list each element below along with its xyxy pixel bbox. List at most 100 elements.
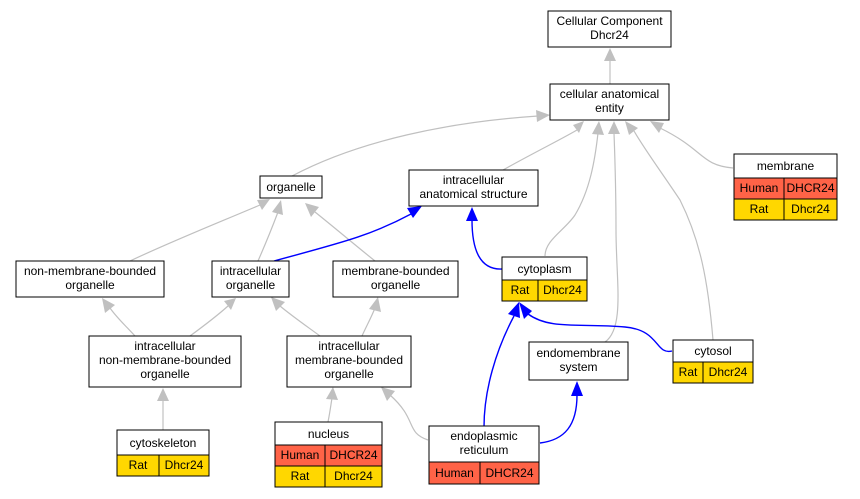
node-label-line: cellular anatomical bbox=[560, 87, 659, 101]
edge-er-to-endomembrane bbox=[539, 394, 578, 444]
species-label: Human bbox=[740, 181, 779, 195]
arrowhead-io-from-imbo bbox=[271, 297, 285, 311]
species-label: Human bbox=[281, 448, 320, 462]
edge-endomembrane-to-cae bbox=[604, 132, 619, 343]
node-label-line: Dhcr24 bbox=[590, 28, 629, 42]
gene-label: Dhcr24 bbox=[543, 283, 582, 297]
gene-label: Dhcr24 bbox=[709, 365, 748, 379]
edge-organelle-to-cae bbox=[291, 115, 539, 177]
node-label-line: cytoskeleton bbox=[130, 436, 197, 450]
species-label: Rat bbox=[750, 202, 769, 216]
node-label-line: intracellular bbox=[443, 173, 504, 187]
edge-membrane-to-cae bbox=[659, 127, 734, 169]
arrowhead-organelle-from-io bbox=[272, 200, 283, 215]
node-label-line: nucleus bbox=[308, 427, 349, 441]
node-label-line: system bbox=[559, 360, 597, 374]
node-label-line: endoplasmic bbox=[450, 429, 517, 443]
node-label-line: cytoplasm bbox=[517, 262, 571, 276]
species-label: Human bbox=[435, 466, 474, 480]
species-label: Rat bbox=[679, 365, 698, 379]
node-membrane-bounded-organelle[interactable]: membrane-bounded organelle bbox=[332, 260, 459, 298]
species-label: Rat bbox=[129, 458, 148, 472]
gene-cell-rat bbox=[783, 198, 838, 221]
edge-layer bbox=[102, 48, 734, 444]
node-label-line: intracellular bbox=[134, 339, 195, 353]
arrowhead-cytoplasm-from-er bbox=[508, 302, 520, 318]
arrowhead-cae-from-ias bbox=[573, 121, 584, 133]
arrowhead-inmbo-from-cytoskeleton bbox=[157, 388, 169, 401]
arrowhead-cae-from-cytosol bbox=[625, 121, 638, 135]
arrowhead-mbo-from-imbo bbox=[369, 297, 381, 312]
node-endoplasmic-reticulum[interactable]: endoplasmic reticulum Human DHCR24 bbox=[428, 425, 540, 485]
edge-cytosol-to-cytoplasm bbox=[527, 313, 673, 353]
edge-cytosol-to-cae bbox=[633, 130, 714, 341]
edge-cytoplasm-to-cae bbox=[544, 132, 599, 257]
node-non-membrane-bounded-organelle[interactable]: non-membrane-bounded organelle bbox=[15, 260, 165, 298]
gene-label: DHCR24 bbox=[329, 448, 377, 462]
arrowhead-io-from-inmbo bbox=[224, 298, 236, 310]
gene-cell-rat bbox=[324, 465, 383, 488]
node-membrane[interactable]: membrane Human DHCR24 Rat Dhcr24 bbox=[733, 153, 838, 221]
arrowhead-root bbox=[604, 48, 616, 61]
edge-imbo-to-io bbox=[279, 305, 321, 337]
node-label-line: membrane-bounded bbox=[341, 264, 449, 278]
node-cytoplasm[interactable]: cytoplasm Rat Dhcr24 bbox=[501, 256, 588, 302]
node-cellular-anatomical-entity[interactable]: cellular anatomical entity bbox=[549, 83, 670, 121]
arrowhead-ias-from-io bbox=[407, 206, 422, 218]
node-cytosol[interactable]: cytosol Rat Dhcr24 bbox=[672, 339, 754, 384]
edge-er-to-cytoplasm bbox=[483, 315, 515, 428]
node-label-line: membrane-bounded bbox=[295, 353, 403, 367]
node-label-line: organelle bbox=[226, 278, 276, 292]
gene-label: Dhcr24 bbox=[334, 469, 373, 483]
node-label-line: endomembrane bbox=[536, 346, 620, 360]
node-intracellular-organelle[interactable]: intracellular organelle bbox=[211, 260, 290, 298]
node-intracellular-non-membrane-bounded-organelle[interactable]: intracellular non-membrane-bounded organ… bbox=[88, 335, 242, 388]
edge-imbo-to-mbo bbox=[361, 307, 376, 337]
arrowhead-cae-from-membrane bbox=[650, 121, 664, 133]
node-intracellular-membrane-bounded-organelle[interactable]: intracellular membrane-bounded organelle bbox=[286, 335, 412, 388]
node-organelle[interactable]: organelle bbox=[259, 175, 323, 199]
node-label-line: cytosol bbox=[694, 344, 731, 358]
node-nucleus[interactable]: nucleus Human DHCR24 Rat Dhcr24 bbox=[274, 421, 383, 488]
arrowhead-organelle-from-nmbo bbox=[257, 199, 270, 210]
arrowhead-imbo-from-er bbox=[381, 387, 395, 401]
edge-nmbo-to-organelle bbox=[129, 204, 261, 262]
node-label-line: intracellular bbox=[220, 264, 281, 278]
species-label: Rat bbox=[291, 469, 310, 483]
arrowhead-cae-from-organelle bbox=[536, 110, 550, 122]
gene-label: Dhcr24 bbox=[791, 202, 830, 216]
arrowhead-cytoplasm-from-cytosol bbox=[519, 302, 532, 319]
node-endomembrane-system[interactable]: endomembrane system bbox=[528, 341, 629, 381]
node-intracellular-anatomical-structure[interactable]: intracellular anatomical structure bbox=[408, 169, 539, 207]
edge-inmbo-to-io bbox=[189, 305, 229, 337]
edge-er-to-imbo bbox=[389, 394, 429, 441]
gene-cell-rat bbox=[537, 279, 588, 302]
node-label-line: non-membrane-bounded bbox=[24, 264, 156, 278]
gene-label: DHCR24 bbox=[786, 181, 834, 195]
species-label: Rat bbox=[511, 283, 530, 297]
node-label-line: membrane bbox=[757, 159, 815, 173]
gene-cell-rat bbox=[158, 454, 210, 477]
node-label-line: organelle bbox=[324, 367, 374, 381]
node-label-line: organelle bbox=[371, 278, 421, 292]
arrowhead-nmbo-from-inmbo bbox=[102, 298, 115, 313]
arrowhead-organelle-from-mbo bbox=[305, 203, 319, 217]
node-label-line: entity bbox=[595, 101, 624, 115]
node-layer: Cellular Component Dhcr24 cellular anato… bbox=[15, 10, 838, 488]
arrowhead-cae-from-cytoplasm bbox=[592, 121, 604, 135]
node-label-line: anatomical structure bbox=[419, 187, 527, 201]
arrowhead-ias-from-cytoplasm bbox=[466, 207, 478, 221]
gene-label: DHCR24 bbox=[485, 466, 533, 480]
edge-mbo-to-organelle bbox=[314, 211, 376, 262]
edge-io-to-ias bbox=[273, 213, 412, 262]
gene-label: Dhcr24 bbox=[165, 458, 204, 472]
edge-cytoplasm-to-ias bbox=[471, 219, 503, 270]
node-label-line: organelle bbox=[65, 278, 115, 292]
arrowhead-endomembrane-from-er bbox=[571, 381, 583, 396]
node-label-line: intracellular bbox=[318, 339, 379, 353]
arrowhead-imbo-from-nucleus bbox=[326, 387, 338, 400]
edge-ias-to-cae bbox=[502, 129, 578, 171]
node-cytoskeleton[interactable]: cytoskeleton Rat Dhcr24 bbox=[116, 429, 210, 477]
node-root[interactable]: Cellular Component Dhcr24 bbox=[547, 10, 672, 48]
